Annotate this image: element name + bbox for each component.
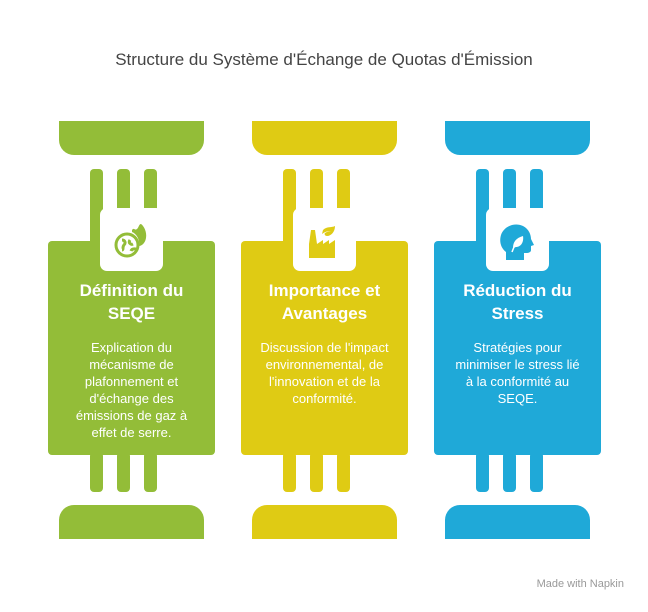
bottom-cap [59,505,204,539]
top-cap [445,121,590,155]
column-description: Explication du mécanisme de plafonnement… [75,340,188,440]
bottom-pillar [476,452,489,492]
bottom-pillar [337,452,350,492]
top-pillar [476,169,489,247]
content-box: Définition du SEQE Explication du mécanis… [48,241,215,455]
bottom-pillar [144,452,157,492]
bottom-pillar [283,452,296,492]
bottom-pillar [90,452,103,492]
column-description: Stratégies pour minimiser le stress lié … [455,340,580,406]
column-heading: Réduction du Stress [463,281,572,323]
bottom-pillar [503,452,516,492]
factory-leaf-icon [293,208,356,271]
column-1: Définition du SEQE Explication du mécanis… [48,0,215,612]
bottom-cap [252,505,397,539]
column-heading: Définition du SEQE [79,281,184,323]
top-cap [252,121,397,155]
bottom-pillar [530,452,543,492]
top-cap [59,121,204,155]
bottom-cap [445,505,590,539]
diagram-title: Structure du Système d'Échange de Quotas… [115,50,533,69]
bottom-pillar [310,452,323,492]
earth-fire-icon [100,208,163,271]
top-pillar [283,169,296,247]
bottom-pillar [117,452,130,492]
column-heading: Importance et Avantages [268,281,381,323]
column-description: Discussion de l'impact environnemental, … [260,340,389,406]
top-pillar [90,169,103,247]
napkin-credit: Made with Napkin [536,578,624,590]
head-leaf-icon [486,208,549,271]
